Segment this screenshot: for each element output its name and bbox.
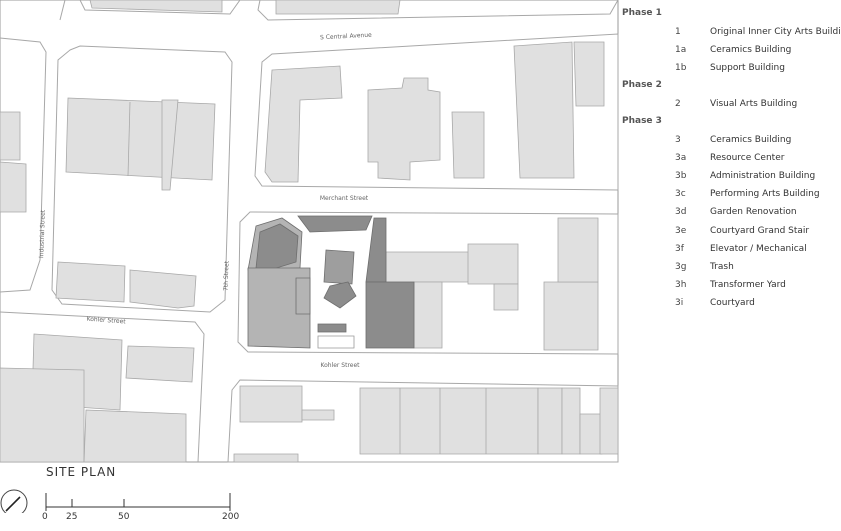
legend-key: 1: [675, 27, 681, 37]
building-3b: [297, 215, 373, 233]
block-lower-right: [227, 379, 619, 463]
block-center-left: [51, 45, 233, 313]
legend-key: 3b: [675, 171, 687, 181]
legend-key: 3g: [675, 262, 687, 272]
neighbor-buildings: [0, 0, 619, 463]
legend-key: 3i: [675, 298, 684, 308]
building-3a: [323, 249, 355, 285]
scale-tick-25: 25: [66, 512, 78, 522]
legend-label: Performing Arts Building: [710, 189, 820, 199]
legend-key: 3h: [675, 280, 687, 290]
legend-label: Elevator / Mechanical: [710, 244, 807, 254]
legend-key: 1b: [675, 63, 687, 73]
site-map: S Central Avenue Merchant Street Kohler …: [0, 0, 619, 463]
legend-label: Courtyard: [710, 298, 755, 308]
street-label-s-central: S Central Avenue: [320, 32, 372, 42]
block-top-right: [257, 0, 619, 21]
legend-key: 3: [675, 135, 681, 145]
scale-tick-0: 0: [42, 512, 48, 522]
building-3: [247, 267, 311, 349]
block-site: [237, 211, 619, 355]
scale-tick-200: 200: [222, 512, 240, 522]
scale-tick-50: 50: [118, 512, 130, 522]
legend-label: Garden Renovation: [710, 207, 797, 217]
legend-label: Transformer Yard: [710, 280, 786, 290]
building-3c: [365, 281, 415, 349]
building-3g: [317, 323, 347, 333]
north-arrow-icon: [0, 489, 28, 513]
block-left: [0, 37, 47, 293]
legend-key: 3c: [675, 189, 686, 199]
street-label-industrial: Industrial Street: [38, 209, 47, 258]
street-label-kohler-left: Kohler Street: [86, 316, 126, 326]
building-3e: [323, 281, 357, 309]
phase-1-heading: Phase 1: [622, 8, 662, 18]
plan-title: SITE PLAN: [46, 465, 117, 479]
legend-label: Resource Center: [710, 153, 785, 163]
legend-label: Original Inner City Arts Building: [710, 27, 841, 37]
legend-label: Support Building: [710, 63, 785, 73]
legend-key: 3e: [675, 226, 687, 236]
block-upper-right: [254, 33, 619, 191]
legend-label: Visual Arts Building: [710, 99, 798, 109]
block-outlines: [0, 0, 619, 463]
legend-key: 3d: [675, 207, 687, 217]
phase-3-heading: Phase 3: [622, 116, 662, 126]
block-lower-left: [0, 311, 205, 463]
legend-key: 1a: [675, 45, 687, 55]
legend: Phase 1 1 Original Inner City Arts Build…: [622, 0, 841, 330]
legend-label: Ceramics Building: [710, 135, 792, 145]
scale-and-north: [0, 489, 231, 513]
legend-label: Ceramics Building: [710, 45, 792, 55]
block-top-left: [59, 0, 241, 21]
building-3h: [317, 335, 355, 349]
legend-label: Administration Building: [710, 171, 816, 181]
legend-key: 2: [675, 99, 681, 109]
legend-label: Courtyard Grand Stair: [710, 226, 810, 236]
scale-bar: [45, 493, 231, 511]
street-label-7th: 7th Street: [222, 260, 230, 291]
phase-2-heading: Phase 2: [622, 80, 662, 90]
project-buildings: [247, 215, 415, 349]
street-label-merchant: Merchant Street: [320, 195, 369, 202]
legend-key: 3a: [675, 153, 687, 163]
legend-key: 3f: [675, 244, 684, 254]
legend-label: Trash: [710, 262, 734, 272]
street-label-kohler-mid: Kohler Street: [320, 362, 360, 369]
